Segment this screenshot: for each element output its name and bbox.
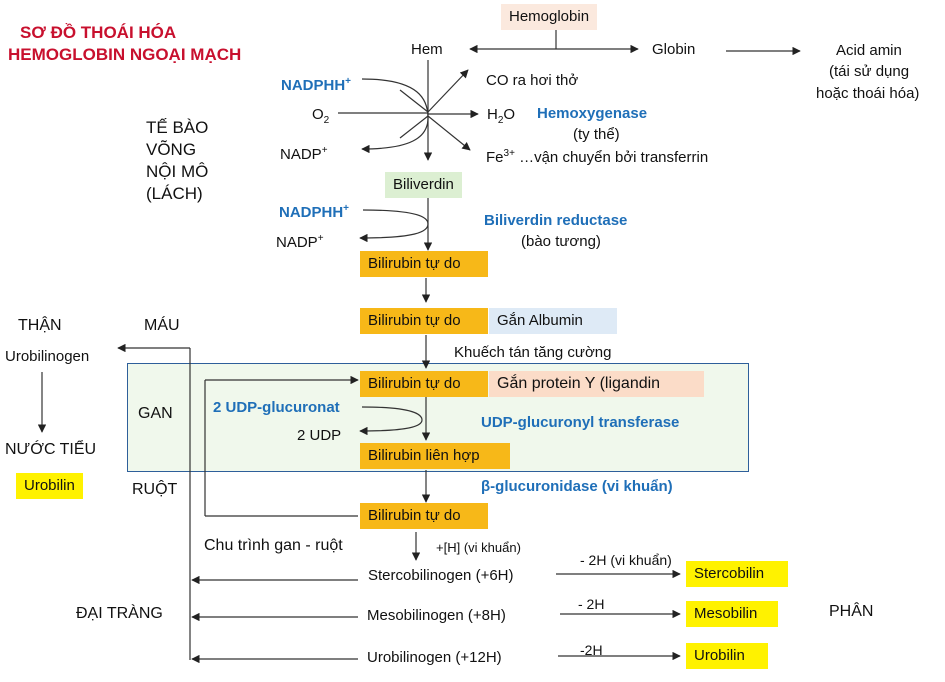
khuech-tan-label: Khuếch tán tăng cường [454,344,612,361]
hem-nadphh: NADPHH+ [281,76,352,94]
urobilin-bottom-box: Urobilin [686,643,768,669]
bilirubin-conjugated-box: Bilirubin liên hợp [360,443,510,469]
udp-transferase-label: UDP-glucuronyl transferase [481,414,680,431]
minus-2h-vk-label: - 2H (vi khuẩn) [580,552,672,568]
albumin-box: Gắn Albumin [489,308,617,334]
protein-y-box: Gắn protein Y (ligandin [489,371,704,397]
hemoxygenase-label: Hemoxygenase [537,105,648,122]
hem-nadp: NADP+ [280,145,328,163]
dai-trang-label: ĐẠI TRÀNG [76,605,163,622]
co-label: CO ra hơi thở [486,72,579,89]
bilirubin-free-box-intestine: Bilirubin tự do [360,503,488,529]
nuoc-tieu-label: NƯỚC TIỂU [5,441,97,458]
ruot-label: RUỘT [132,481,178,498]
udp-glucuronat-label: 2 UDP-glucuronat [213,399,340,416]
hem-label: Hem [411,41,443,58]
than-label: THẬN [18,317,62,334]
biliverdin-reductase-label: Biliverdin reductase [484,212,628,229]
phan-label: PHÂN [829,603,874,620]
bilirubin-free-box-1: Bilirubin tự do [360,251,488,277]
chu-trinh-label: Chu trình gan - ruột [204,537,343,554]
fe-label: Fe3+ …vận chuyển bởi transferrin [486,148,709,166]
acid-amin-line3: hoặc thoái hóa) [816,85,920,102]
h-add-label: +[H] (vi khuẩn) [436,540,521,555]
cell-line3: NỘI MÔ [146,162,209,181]
bilirubin-free-box-2: Bilirubin tự do [360,308,488,334]
urobilin-left-box: Urobilin [16,473,83,499]
minus2h-label: -2H [580,642,603,658]
acid-amin-line2: (tái sử dụng [829,63,910,80]
beta-glucuronidase-label: β-glucuronidase (vi khuẩn) [481,478,673,495]
urobilinogen-left: Urobilinogen [5,348,90,365]
title-line1: SƠ ĐỒ THOÁI HÓA [20,23,177,42]
stercobilin-box: Stercobilin [686,561,788,587]
hemoxygenase-location: (ty thể) [573,126,620,143]
biliverdin-reductase-location: (bào tương) [521,233,601,250]
minus-2h-label: - 2H [578,596,605,612]
cell-line1: TẾ BÀO [146,118,209,137]
bilirubin-free-box-liver: Bilirubin tự do [360,371,488,397]
title-line2: HEMOGLOBIN NGOẠI MẠCH [8,45,242,64]
udp-label: 2 UDP [297,427,342,444]
hem-o2: O2 [312,106,330,126]
gan-label: GAN [138,405,173,422]
mesobilin-box: Mesobilin [686,601,778,627]
bv-nadphh: NADPHH+ [279,203,350,221]
stercobilinogen-label: Stercobilinogen (+6H) [368,567,514,584]
urobilinogen-bottom-label: Urobilinogen (+12H) [367,649,502,666]
cell-line2: VÕNG [146,140,197,159]
mau-label: MÁU [144,317,180,334]
cell-line4: (LÁCH) [146,184,203,203]
hemoglobin-box: Hemoglobin [501,4,598,30]
acid-amin-line1: Acid amin [836,42,902,59]
globin-label: Globin [652,41,696,58]
bv-nadp: NADP+ [276,233,324,251]
mesobilinogen-label: Mesobilinogen (+8H) [367,607,506,624]
biliverdin-box: Biliverdin [385,172,462,198]
h2o-label: H2O [487,106,516,126]
